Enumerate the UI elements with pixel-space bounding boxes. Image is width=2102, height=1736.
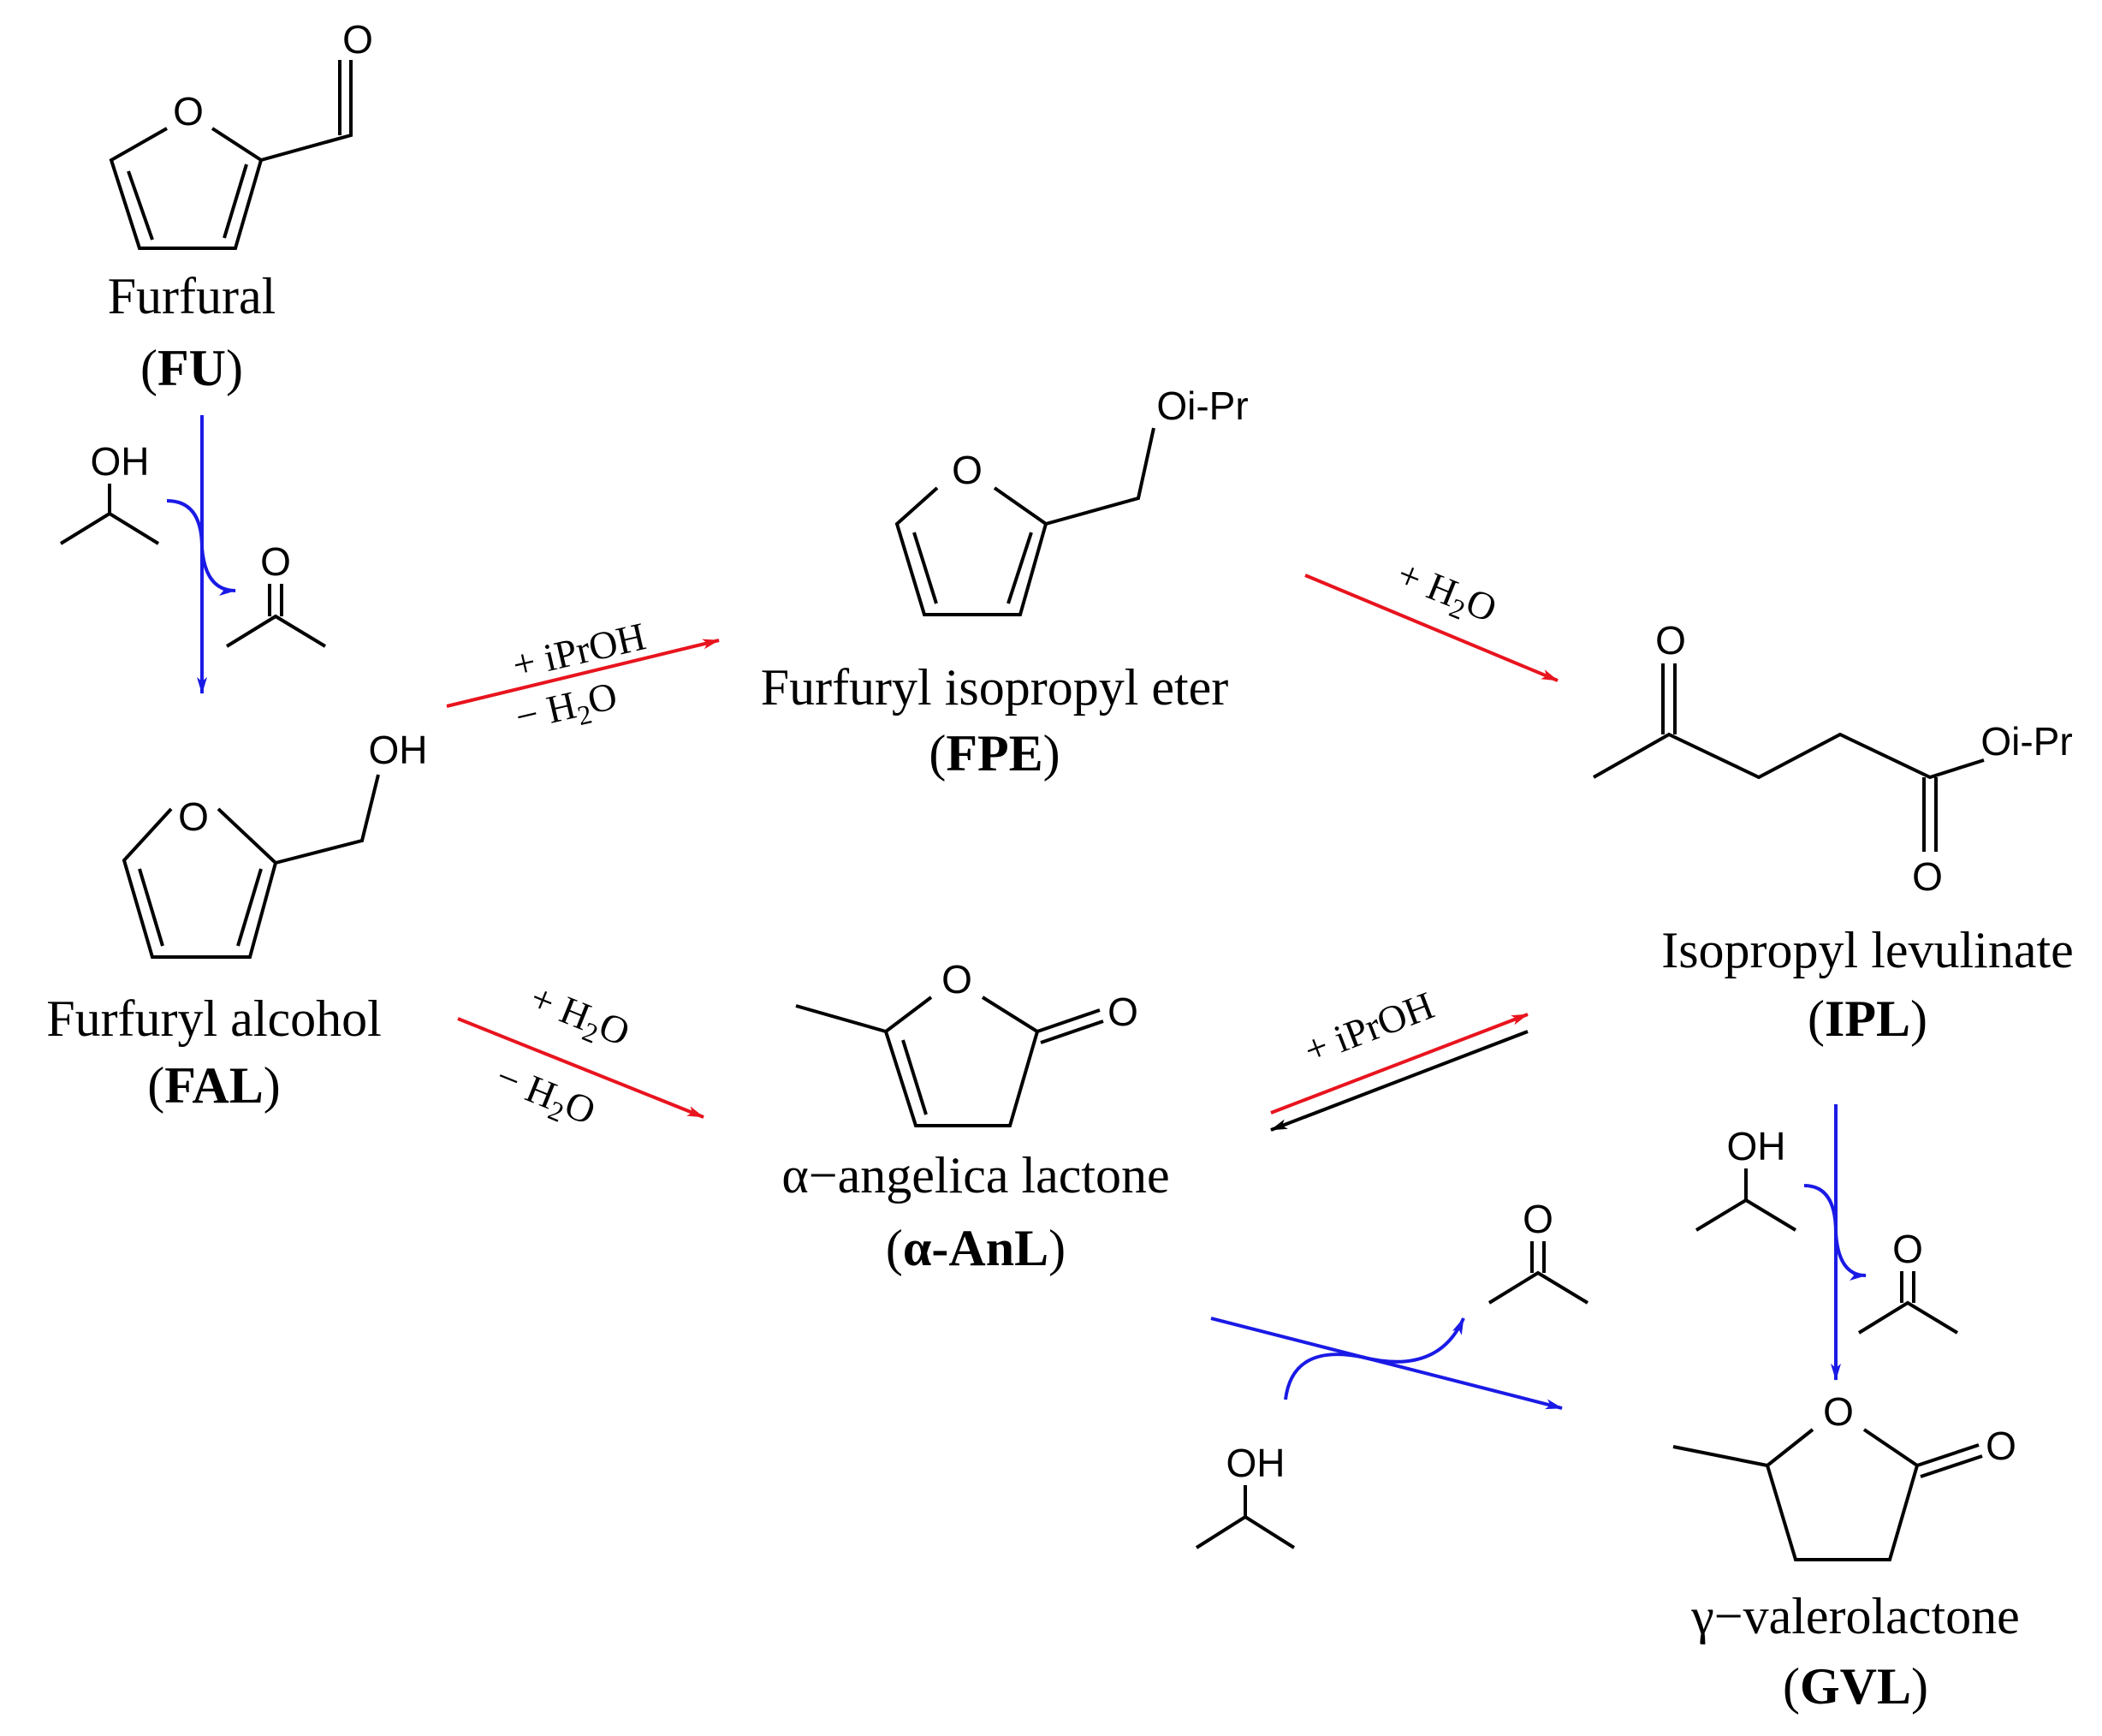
carbonyl-oxygen-label: O	[1107, 990, 1138, 1034]
condition-minus-water: − H2O	[488, 1055, 602, 1139]
angelica-lactone-label: (α-AnL)	[886, 1220, 1066, 1276]
ipl-structure: O Oi-Pr O	[1593, 618, 2073, 899]
furfural-label: (FU)	[140, 340, 243, 396]
arrow-anl-to-gvl	[1210, 1317, 1563, 1410]
arrow-fal-to-fpe	[446, 639, 720, 708]
condition-plus-iproh: + iPrOH	[1298, 983, 1440, 1072]
ester-oxygen-label: O	[1912, 854, 1943, 899]
acetone-structure: O	[1857, 1227, 1959, 1335]
angelica-lactone-name: α−angelica lactone	[781, 1147, 1169, 1204]
hydroxyl-label: OH	[1226, 1441, 1286, 1485]
fpe-name: Furfuryl isopropyl eter	[761, 659, 1229, 716]
ring-oxygen-label: O	[178, 794, 209, 839]
furfuryl-alcohol-name: Furfuryl alcohol	[46, 990, 382, 1047]
hydroxyl-label: OH	[369, 728, 428, 772]
ring-oxygen-label: O	[941, 957, 972, 1002]
isopropanol-structure: OH	[1195, 1441, 1296, 1549]
fpe-abbr: FPE	[946, 725, 1042, 782]
ipl-label: (IPL)	[1808, 990, 1927, 1047]
hydroxyl-label: OH	[1727, 1124, 1786, 1168]
acetone-structure: O	[1487, 1197, 1589, 1305]
ketone-oxygen-label: O	[1892, 1227, 1923, 1271]
gvl-name: γ−valerolactone	[1690, 1588, 2020, 1644]
isopropoxy-label: Oi-Pr	[1156, 383, 1248, 428]
isopropoxy-label: Oi-Pr	[1980, 719, 2072, 764]
hydrogen-transfer-curve-ipl	[1803, 1184, 1867, 1281]
hydroxyl-label: OH	[91, 439, 150, 484]
ketone-oxygen-label: O	[260, 539, 291, 584]
gvl-structure: O O	[1672, 1389, 2016, 1561]
angelica-lactone-abbr: α-AnL	[903, 1220, 1048, 1276]
condition-plus-water: + H2O	[1389, 552, 1503, 637]
furfuryl-alcohol-abbr: FAL	[164, 1057, 264, 1114]
gvl-abbr: GVL	[1800, 1658, 1911, 1715]
isopropanol-structure: OH	[59, 439, 160, 545]
arrow-fal-to-anl	[457, 1017, 704, 1119]
furfuryl-alcohol-structure: O OH	[122, 728, 428, 959]
hydrogen-transfer-curve-fu	[166, 499, 236, 596]
arrow-fpe-to-ipl	[1304, 574, 1559, 682]
fpe-structure: O Oi-Pr	[894, 383, 1249, 616]
acetone-structure: O	[225, 539, 327, 648]
arrow-anl-to-ipl	[1270, 1013, 1529, 1115]
ipl-abbr: IPL	[1825, 990, 1910, 1047]
condition-plus-iproh: + iPrOH	[508, 614, 650, 687]
furfural-abbr: FU	[157, 340, 226, 396]
arrow-ipl-to-anl	[1270, 1030, 1529, 1132]
furfural-structure: O O	[109, 17, 373, 250]
gvl-label: (GVL)	[1783, 1658, 1928, 1715]
furfural-name: Furfural	[108, 268, 276, 324]
furfuryl-alcohol-label: (FAL)	[147, 1057, 281, 1114]
fpe-label: (FPE)	[929, 725, 1060, 782]
ring-oxygen-label: O	[1823, 1389, 1854, 1434]
condition-plus-water: + H2O	[522, 976, 636, 1061]
ipl-name: Isopropyl levulinate	[1661, 922, 2074, 978]
angelica-lactone-structure: O O	[795, 957, 1138, 1127]
carbonyl-oxygen-label: O	[1986, 1424, 2016, 1468]
ring-oxygen-label: O	[952, 448, 983, 492]
carbonyl-oxygen-label: O	[342, 17, 373, 62]
ketone-oxygen-label: O	[1655, 618, 1686, 663]
isopropanol-structure: OH	[1695, 1124, 1797, 1232]
hydrogen-transfer-curve-anl	[1284, 1317, 1465, 1400]
ketone-oxygen-label: O	[1523, 1197, 1553, 1241]
ring-oxygen-label: O	[173, 89, 204, 134]
